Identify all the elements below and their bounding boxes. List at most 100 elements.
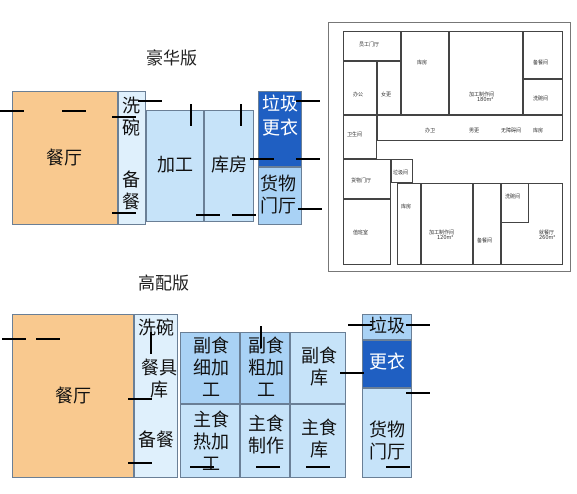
standard-staple-make-room xyxy=(240,404,290,478)
plan-store-label: 库房 xyxy=(417,60,428,66)
plan-dining-room xyxy=(501,183,563,265)
deluxe-dining-room xyxy=(12,91,118,225)
standard-side-fine-room xyxy=(180,332,240,404)
door-mark xyxy=(260,326,262,348)
door-mark xyxy=(128,398,152,400)
standard-side-store-room xyxy=(290,332,346,404)
plan-prep2-label: 备餐间 xyxy=(477,238,493,244)
plan-hall-room xyxy=(343,159,391,199)
door-mark xyxy=(128,462,152,464)
door-mark xyxy=(296,100,320,102)
standard-changing-room xyxy=(362,340,412,388)
plan-wash2-label: 洗碗间 xyxy=(505,194,521,200)
plan-garbage-room xyxy=(391,159,413,183)
deluxe-goods-label: 货物门厅 xyxy=(260,174,296,217)
door-mark xyxy=(36,338,60,340)
plan-prep-label: 备餐间 xyxy=(533,60,549,66)
door-mark xyxy=(250,158,274,160)
standard-staple-store-label: 主食库 xyxy=(301,418,337,461)
deluxe-serving-label: 备餐 xyxy=(122,170,140,213)
standard-staple-hot-label: 主食热加工 xyxy=(193,410,229,475)
standard-side-store-label: 副食库 xyxy=(301,346,337,389)
deluxe-dishwash-room xyxy=(118,91,146,225)
plan-office-label: 办公 xyxy=(353,92,364,98)
standard-title: 高配版 xyxy=(138,274,189,294)
standard-utensil-label: 餐具库 xyxy=(141,358,177,401)
plan-store-room xyxy=(401,31,449,115)
door-mark xyxy=(196,214,220,216)
plan-proc2-area: 120m² xyxy=(437,235,454,241)
plan-corr2-label: 男更 xyxy=(469,128,480,134)
plan-corridor xyxy=(377,115,563,141)
standard-garbage-room xyxy=(362,314,412,340)
door-mark xyxy=(296,158,320,160)
standard-staple-hot-room xyxy=(180,404,240,478)
plan-prep-room xyxy=(523,31,563,79)
deluxe-storage-room xyxy=(204,110,254,222)
plan-dining-area: 260m² xyxy=(539,235,556,241)
plan-corr3-label: 无障碍间 xyxy=(501,128,522,134)
standard-serving-label: 备餐 xyxy=(138,430,174,451)
plan-office-room xyxy=(343,61,377,115)
door-mark xyxy=(190,104,192,126)
plan-proc-area: 180m² xyxy=(477,97,494,103)
standard-dishwash-room xyxy=(134,314,178,478)
plan-prep2-room xyxy=(473,183,501,265)
door-mark xyxy=(112,116,136,118)
standard-changing-label: 更衣 xyxy=(369,352,405,373)
plan-corr1-label: 办卫 xyxy=(425,128,436,134)
deluxe-processing-label: 加工 xyxy=(157,155,193,176)
plan-dining-label: 就餐厅 xyxy=(539,230,555,236)
plan-proc-room xyxy=(449,31,523,115)
standard-dishwash-label: 洗碗 xyxy=(138,318,174,339)
standard-goods-label: 货物门厅 xyxy=(369,420,405,463)
plan-wash-room xyxy=(523,79,563,115)
door-mark xyxy=(190,466,214,468)
standard-side-rough-label: 副食粗加工 xyxy=(248,336,284,401)
standard-dining-label: 餐厅 xyxy=(55,386,91,407)
plan-sanitary-room xyxy=(343,115,377,159)
door-mark xyxy=(406,392,430,394)
door-mark xyxy=(62,110,86,112)
plan-proc2-room xyxy=(421,183,473,265)
floor-plan-drawing: 员工门厅 库房 加工制作间 180m² 备餐间 洗碗间 办公 女更 办卫 男更 … xyxy=(328,22,571,272)
door-mark xyxy=(386,466,410,468)
plan-staff-room xyxy=(343,31,401,61)
door-mark xyxy=(340,372,364,374)
deluxe-dishwash-label: 洗碗 xyxy=(122,96,140,139)
deluxe-title: 豪华版 xyxy=(146,49,197,69)
plan-garbage-label: 垃圾间 xyxy=(393,170,409,176)
deluxe-goods-room xyxy=(258,167,302,225)
door-mark xyxy=(306,466,330,468)
plan-sanitary-label: 卫生间 xyxy=(347,132,363,138)
plan-proc-label: 加工制作间 xyxy=(469,92,495,98)
deluxe-changing-label: 更衣 xyxy=(262,118,298,139)
door-mark xyxy=(240,104,242,126)
door-mark xyxy=(348,324,372,326)
deluxe-garbage-label: 垃圾 xyxy=(262,94,298,115)
door-mark xyxy=(150,332,152,354)
standard-dining-room xyxy=(12,314,134,478)
plan-store2-room xyxy=(397,183,421,265)
plan-duty-room xyxy=(343,199,391,265)
plan-locker-room xyxy=(377,61,401,115)
door-mark xyxy=(0,110,24,112)
door-mark xyxy=(2,338,26,340)
standard-goods-room xyxy=(362,388,412,478)
standard-staple-store-room xyxy=(290,404,346,478)
deluxe-storage-label: 库房 xyxy=(211,155,247,176)
door-mark xyxy=(232,214,256,216)
plan-store2-label: 库房 xyxy=(401,204,412,210)
deluxe-garbage-changing-room xyxy=(258,91,302,167)
plan-duty-label: 值班室 xyxy=(353,230,369,236)
deluxe-processing-room xyxy=(146,110,204,222)
door-mark xyxy=(256,466,280,468)
standard-garbage-label: 垃圾 xyxy=(369,316,405,337)
plan-proc2-label: 加工制作间 xyxy=(429,230,455,236)
door-mark xyxy=(138,100,162,102)
standard-staple-make-label: 主食制作 xyxy=(248,414,284,457)
standard-side-rough-room xyxy=(240,332,290,404)
plan-hall-label: 货物门厅 xyxy=(351,178,372,184)
standard-side-fine-label: 副食细加工 xyxy=(193,336,229,401)
deluxe-dining-label: 餐厅 xyxy=(46,148,82,169)
